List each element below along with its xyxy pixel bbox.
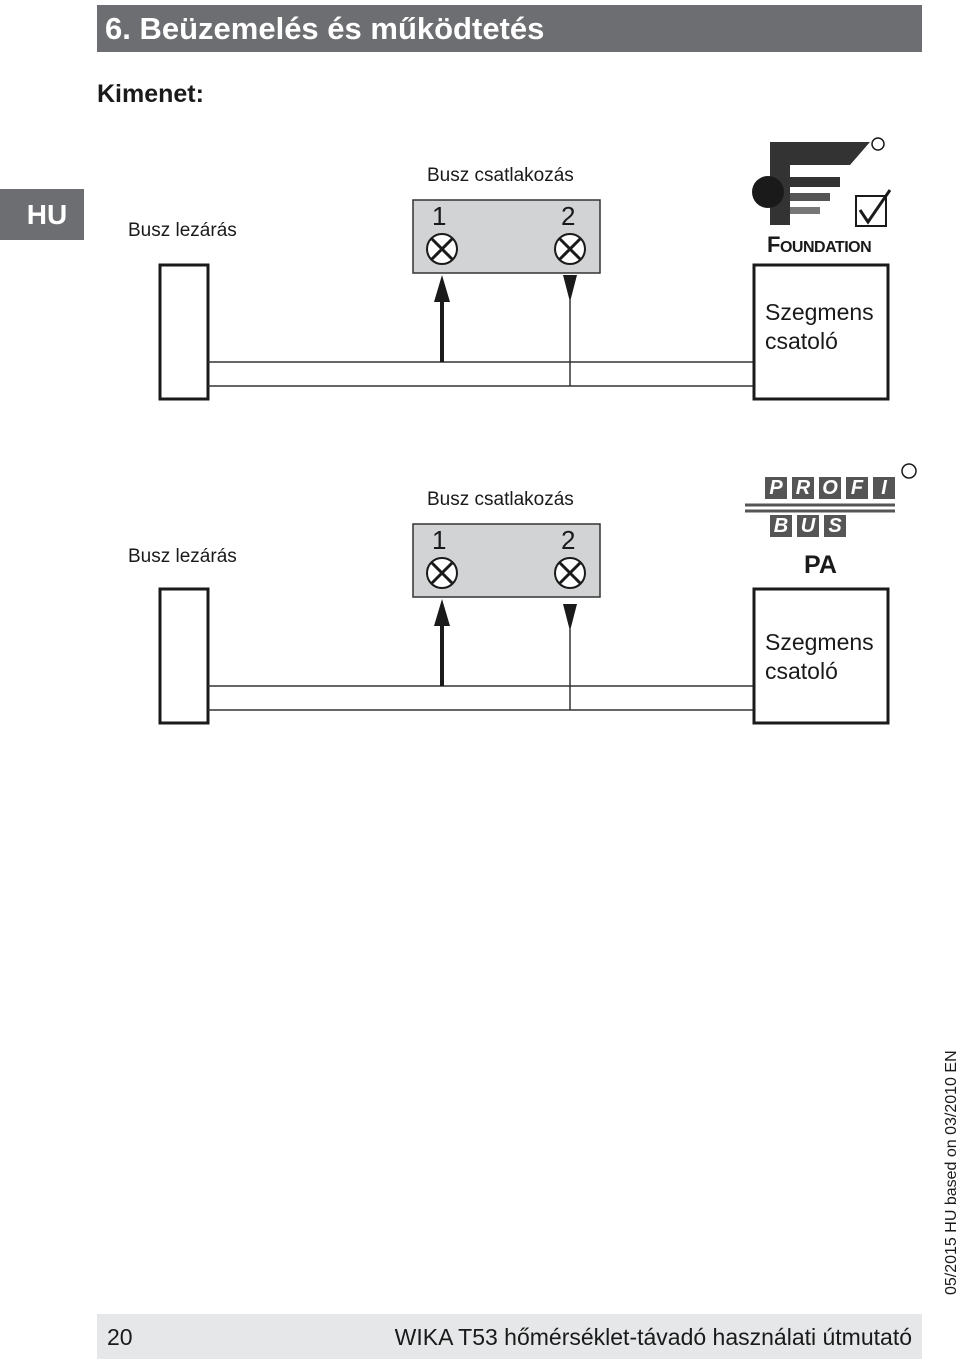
foundation-wiring-diagram: FOUNDATION Busz lezárás Busz csatlakozás… <box>0 0 960 420</box>
terminal-1-label: 1 <box>432 525 447 555</box>
screw-icon <box>426 233 458 265</box>
section-title: 6. Beüzemelés és működtetés <box>105 11 545 46</box>
profibus-pa-label: PA <box>804 551 837 579</box>
segment-coupler-label: Szegmens csatoló <box>765 628 874 686</box>
bus-connection-label: Busz csatlakozás <box>427 489 574 510</box>
foundation-wiring-graphic <box>158 137 892 401</box>
profibus-letter: I <box>873 477 895 499</box>
profibus-letter: F <box>846 477 868 499</box>
segment-coupler-label: Szegmens csatoló <box>765 298 874 356</box>
output-subtitle: Kimenet: <box>97 80 204 108</box>
arrow-up-icon <box>434 599 450 626</box>
terminal-2-label: 2 <box>561 525 576 555</box>
segment-coupler-line2: csatoló <box>765 658 838 684</box>
segment-coupler-box <box>752 587 890 725</box>
page-number: 20 <box>107 1324 133 1350</box>
screw-icon <box>426 557 458 589</box>
segment-coupler-line2: csatoló <box>765 328 838 354</box>
bus-termination-box <box>158 587 210 725</box>
segment-coupler-line1: Szegmens <box>765 299 874 325</box>
language-tab: HU <box>0 189 84 240</box>
bus-connection-label: Busz csatlakozás <box>427 165 574 186</box>
profibus-letter: B <box>770 515 792 537</box>
terminal-1-label: 1 <box>432 201 447 231</box>
terminal-2-label: 2 <box>561 201 576 231</box>
profibus-wiring-diagram: P R O F I B U S PA Busz lezárás Busz csa… <box>128 463 917 725</box>
segment-coupler-box <box>752 263 890 401</box>
arrow-down-icon <box>563 275 577 302</box>
screw-icon <box>554 233 586 265</box>
page-footer: 20 WIKA T53 hőmérséklet-távadó használat… <box>97 1314 922 1359</box>
section-header: 6. Beüzemelés és működtetés <box>97 5 922 52</box>
foundation-logo-icon <box>752 137 892 227</box>
arrow-down-icon <box>563 604 577 631</box>
profibus-wiring-graphic <box>158 463 917 725</box>
document-title: WIKA T53 hőmérséklet-távadó használati ú… <box>394 1324 912 1350</box>
screw-icon <box>554 557 586 589</box>
foundation-logo-text: FOUNDATION <box>767 232 872 257</box>
segment-coupler-line1: Szegmens <box>765 629 874 655</box>
revision-note: 05/2015 HU based on 03/2010 EN <box>943 1050 960 1295</box>
bus-termination-label: Busz lezárás <box>128 220 237 241</box>
profibus-letter: O <box>819 477 841 499</box>
profibus-letter: S <box>824 515 846 537</box>
profibus-letter: U <box>797 515 819 537</box>
bus-termination-box <box>158 263 210 401</box>
profibus-letter: R <box>792 477 814 499</box>
profibus-letter: P <box>765 477 787 499</box>
bus-termination-label: Busz lezárás <box>128 546 237 567</box>
arrow-up-icon <box>434 275 450 302</box>
